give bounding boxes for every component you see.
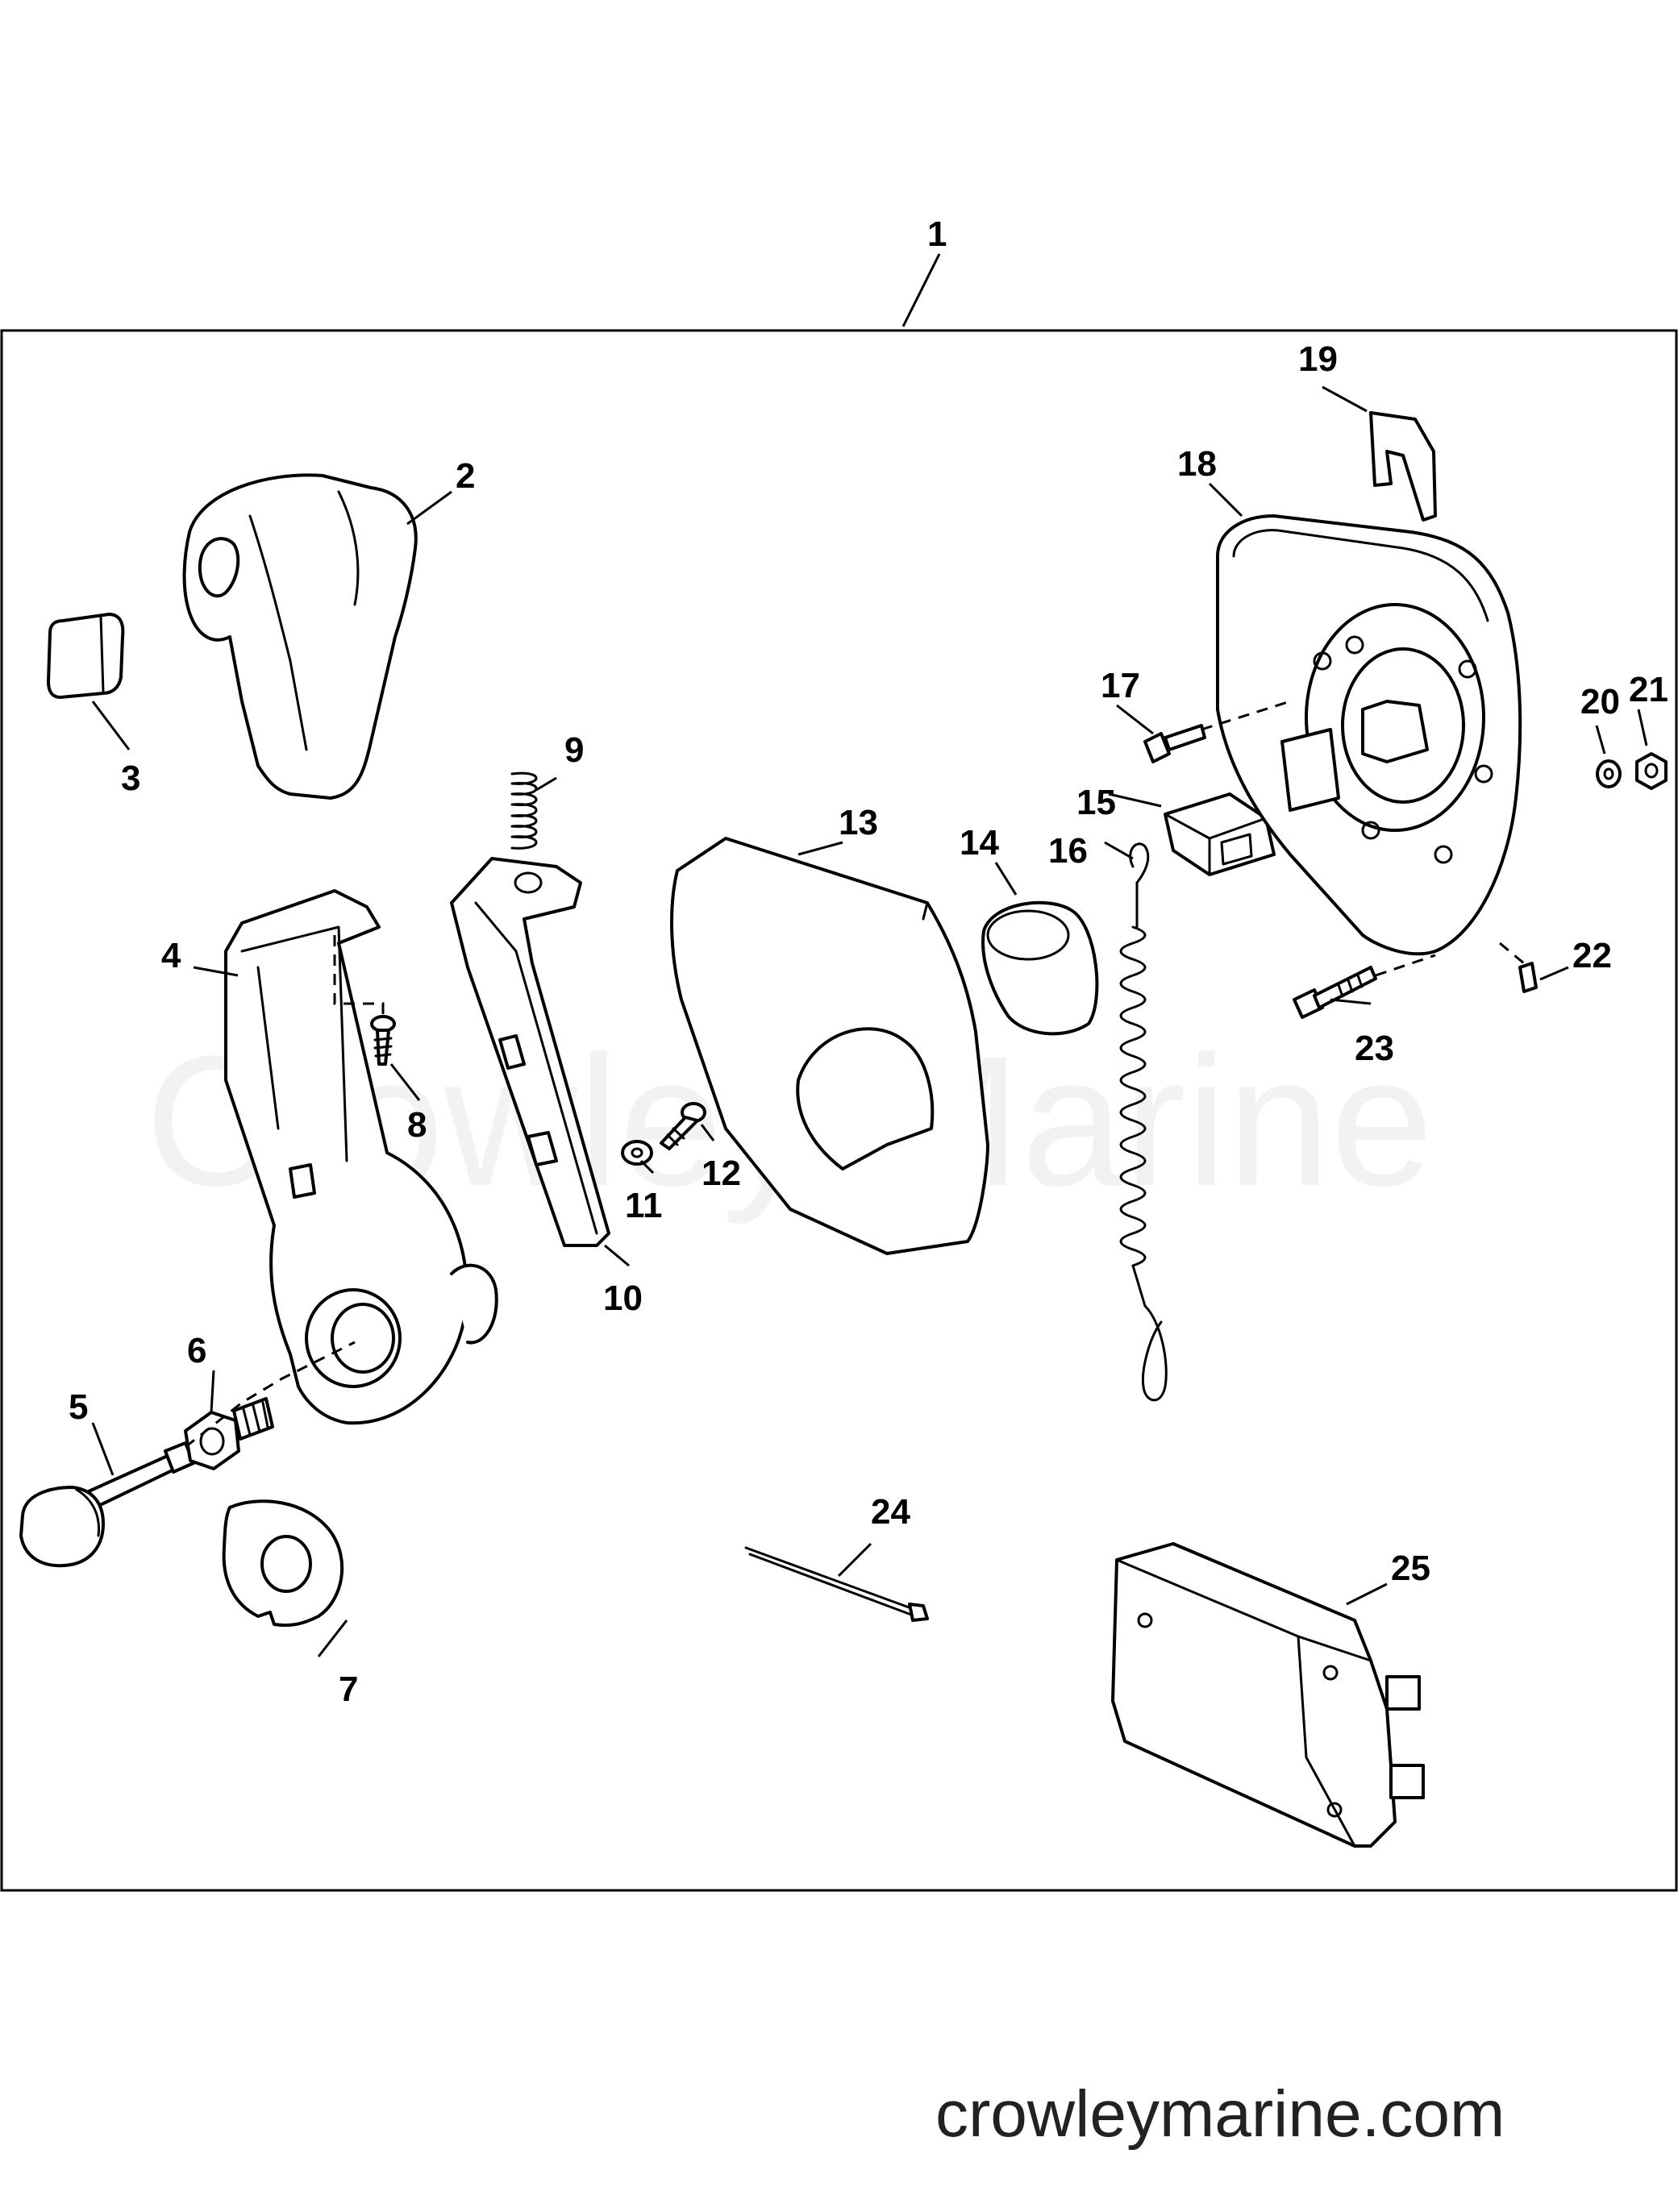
part-9-spring[interactable] xyxy=(510,771,538,850)
part-12-screw[interactable] xyxy=(660,1102,706,1150)
part-8-screw[interactable] xyxy=(370,1015,396,1066)
assembly-guide-lines xyxy=(185,700,1525,1449)
callout-15: 15 xyxy=(1076,783,1116,822)
callout-11: 11 xyxy=(625,1186,663,1225)
part-7-washer[interactable] xyxy=(222,1499,344,1628)
callout-3: 3 xyxy=(121,759,140,798)
part-20-washer[interactable] xyxy=(1596,759,1622,788)
part-5-shaft-knob[interactable] xyxy=(19,1441,195,1568)
part-10-bracket[interactable] xyxy=(450,857,610,1247)
callout-6: 6 xyxy=(187,1331,206,1370)
callout-10: 10 xyxy=(603,1279,643,1318)
part-15-switch[interactable] xyxy=(1164,792,1276,876)
callout-25: 25 xyxy=(1391,1549,1430,1588)
part-17-bolt[interactable] xyxy=(1143,724,1206,763)
part-23-long-bolt[interactable] xyxy=(1293,966,1377,1019)
leader-lines xyxy=(91,253,1648,1657)
callout-14: 14 xyxy=(960,823,999,863)
callout-12: 12 xyxy=(702,1154,741,1193)
callout-16: 16 xyxy=(1048,831,1088,871)
callout-7: 7 xyxy=(339,1669,358,1709)
part-11-washer[interactable] xyxy=(621,1140,653,1166)
callout-5: 5 xyxy=(69,1387,88,1427)
callout-13: 13 xyxy=(839,803,878,842)
callout-18: 18 xyxy=(1177,444,1217,484)
callout-17: 17 xyxy=(1101,666,1140,705)
callout-20: 20 xyxy=(1580,682,1620,721)
part-18-housing[interactable] xyxy=(1216,514,1522,956)
part-22-set-screw[interactable] xyxy=(1518,962,1538,993)
part-14-bushing[interactable] xyxy=(981,900,1099,1036)
part-4-lever-arm[interactable] xyxy=(224,889,498,1425)
callout-24: 24 xyxy=(871,1492,910,1532)
part-6-nut[interactable] xyxy=(184,1397,274,1470)
part-13-cover-plate[interactable] xyxy=(670,837,989,1255)
website-footer[interactable]: crowleymarine.com xyxy=(935,2077,1505,2151)
part-2-handle-grip[interactable] xyxy=(182,473,418,800)
part-24-cable-tie[interactable] xyxy=(744,1546,929,1622)
callout-23: 23 xyxy=(1355,1029,1394,1068)
part-3-button[interactable] xyxy=(47,613,125,699)
callout-9: 9 xyxy=(564,730,584,770)
callout-21: 21 xyxy=(1629,670,1668,709)
callout-2: 2 xyxy=(456,456,475,496)
assembly-frame xyxy=(0,329,1678,1892)
callout-labels: 1 2 3 4 5 6 7 8 9 10 11 12 13 14 15 16 1… xyxy=(69,214,1668,1709)
callout-8: 8 xyxy=(407,1105,427,1145)
part-25-module-box[interactable] xyxy=(1111,1542,1425,1848)
callout-4: 4 xyxy=(161,936,181,975)
part-19-clip[interactable] xyxy=(1369,411,1437,522)
callout-22: 22 xyxy=(1572,936,1612,975)
callout-1: 1 xyxy=(927,214,947,254)
part-21-nut[interactable] xyxy=(1635,752,1668,790)
callout-19: 19 xyxy=(1298,339,1338,379)
part-16-lanyard[interactable] xyxy=(1119,842,1168,1402)
